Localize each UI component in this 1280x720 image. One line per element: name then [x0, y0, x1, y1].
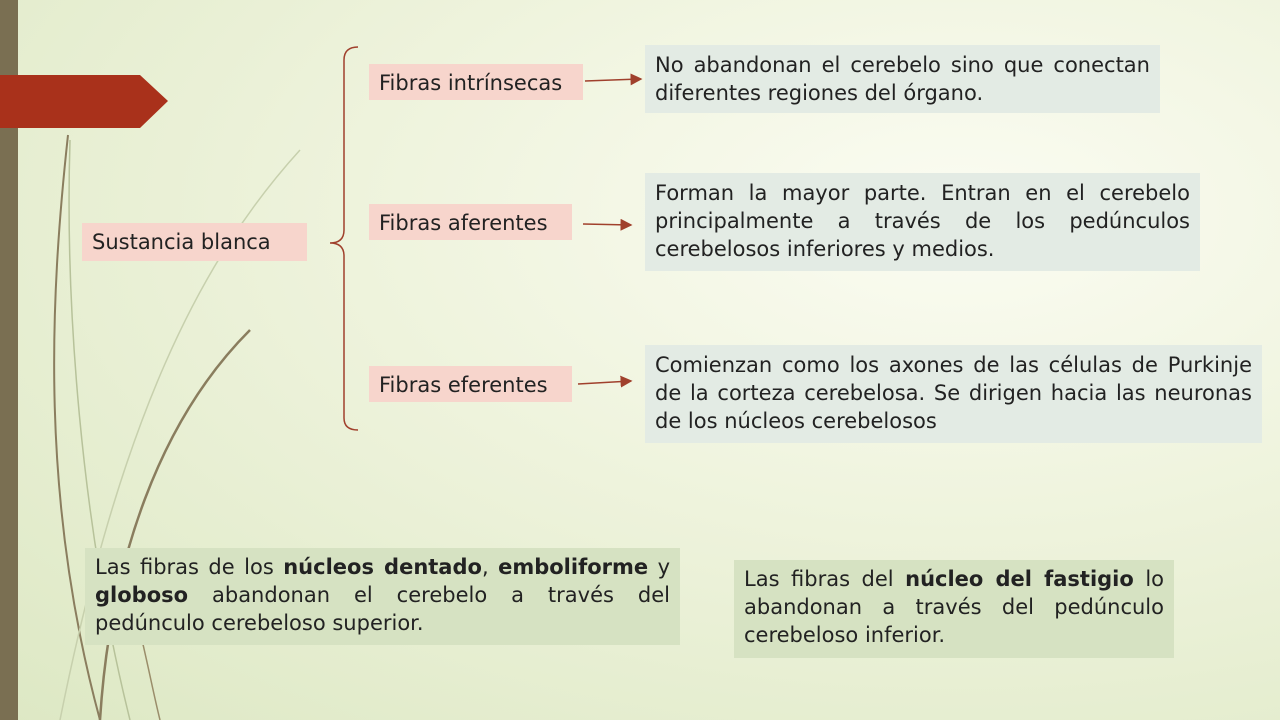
note-left: Las fibras de los núcleos dentado, embol…	[85, 548, 680, 645]
description-intrinsecas: No abandonan el cerebelo sino que conect…	[645, 45, 1160, 113]
brace	[329, 46, 359, 431]
note-right-text-1: Las fibras del	[744, 567, 906, 591]
branch-intrinsecas: Fibras intrínsecas	[369, 64, 583, 100]
note-left-text-3: y	[648, 555, 671, 579]
note-left-text-2: ,	[481, 555, 499, 579]
root-node: Sustancia blanca	[82, 223, 307, 261]
side-bar	[0, 0, 18, 720]
arrow-eferentes	[577, 375, 633, 388]
note-left-text-1: Las fibras de los	[95, 555, 284, 579]
note-right-text-2: lo abandonan a través del pedúnculo cere…	[744, 567, 1165, 647]
note-left-bold-dentado: núcleos dentado	[283, 555, 482, 579]
arrow-aferentes	[582, 218, 633, 231]
branch-aferentes: Fibras aferentes	[369, 204, 572, 240]
arrow-intrinsecas	[584, 73, 643, 86]
note-right-bold-fastigio: núcleo del fastigio	[905, 567, 1134, 591]
branch-eferentes: Fibras eferentes	[369, 366, 572, 402]
note-left-bold-emboliforme: emboliforme	[498, 555, 649, 579]
description-aferentes: Forman la mayor parte. Entran en el cere…	[645, 173, 1200, 271]
note-left-text-4: abandonan el cerebelo a través del pedún…	[95, 583, 670, 635]
note-right: Las fibras del núcleo del fastigio lo ab…	[734, 560, 1174, 658]
note-left-bold-globoso: globoso	[95, 583, 189, 607]
description-eferentes: Comienzan como los axones de las células…	[645, 345, 1262, 443]
title-arrow-tab	[0, 75, 168, 128]
